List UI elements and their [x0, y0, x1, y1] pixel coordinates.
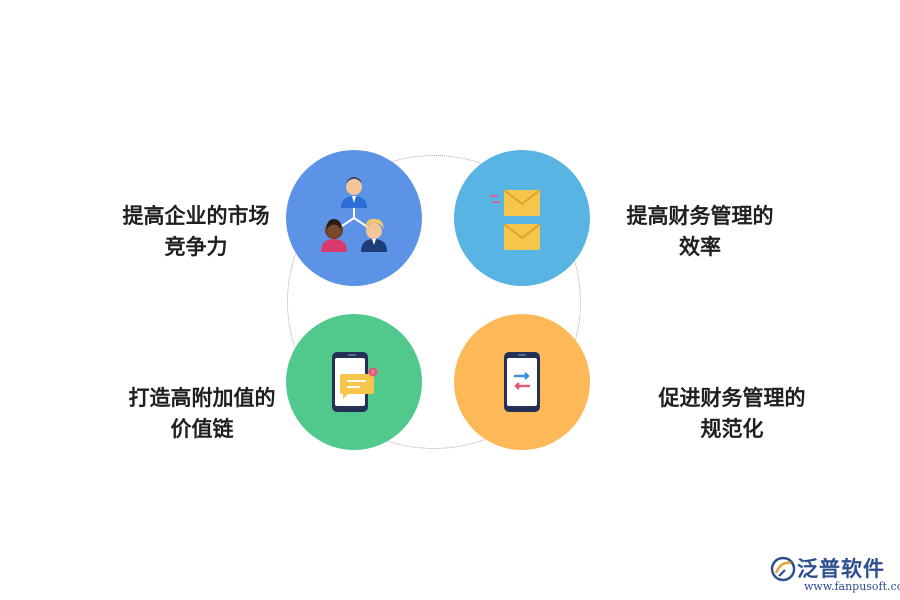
- people-network-circle: [286, 150, 422, 286]
- label-line: 打造高附加值的: [128, 386, 276, 410]
- label-line: 竞争力: [164, 235, 228, 259]
- label-line: 规范化: [700, 417, 764, 441]
- phone-message-icon: !: [332, 352, 378, 412]
- logo-url: www.fanpusoft.com: [804, 580, 900, 593]
- fanpusoft-logo: 泛普软件 www.fanpusoft.com: [770, 553, 900, 595]
- label-line: 提高企业的市场: [122, 204, 270, 228]
- logo-name: 泛普软件: [797, 557, 885, 581]
- label-line: 效率: [679, 235, 721, 259]
- phone-message-circle: !: [286, 314, 422, 450]
- label-line: 提高财务管理的: [626, 204, 774, 228]
- phone-transfer-circle: [454, 314, 590, 450]
- svg-text:!: !: [372, 370, 374, 377]
- people-network-icon: [321, 177, 387, 252]
- envelopes-icon: [490, 189, 541, 250]
- phone-transfer-icon: [504, 352, 540, 412]
- label-finance-standardization: 促进财务管理的 规范化: [644, 383, 820, 445]
- label-line: 促进财务管理的: [658, 386, 806, 410]
- dotted-connector-ring: [287, 155, 581, 449]
- label-line: 价值链: [170, 417, 234, 441]
- logo-mark-icon: [770, 556, 796, 582]
- label-value-chain: 打造高附加值的 价值链: [114, 383, 290, 445]
- envelopes-circle: [454, 150, 590, 286]
- label-finance-efficiency: 提高财务管理的 效率: [612, 201, 788, 263]
- label-market-competitiveness: 提高企业的市场 竞争力: [108, 201, 284, 263]
